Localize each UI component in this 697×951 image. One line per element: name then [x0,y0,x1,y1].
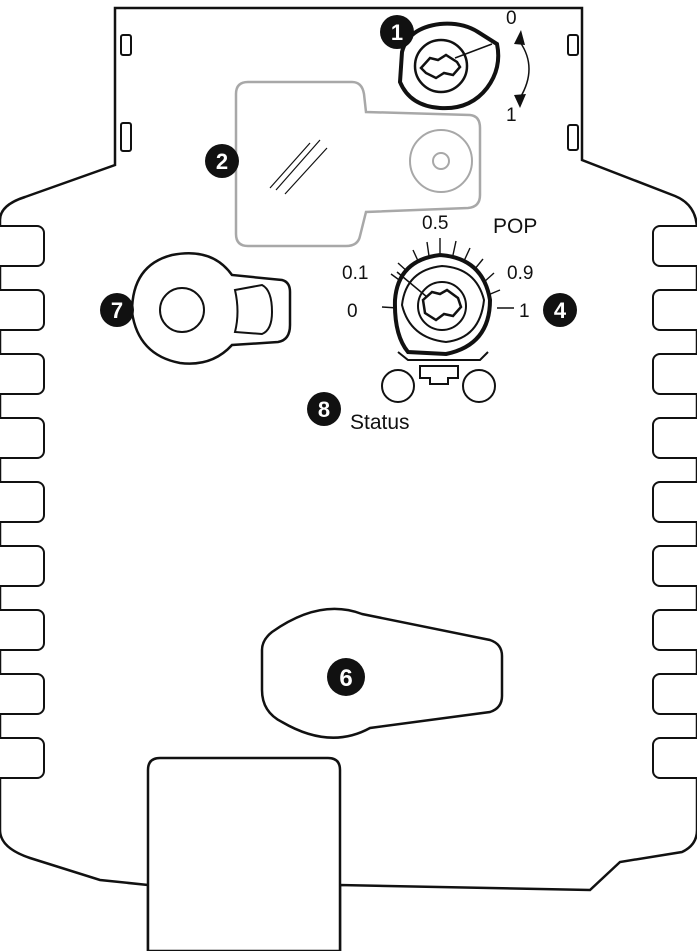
callout-8: 8 [318,397,330,422]
callout-7: 7 [111,298,123,323]
callout-6: 6 [339,665,352,692]
pop-scale-0.9: 0.9 [507,263,533,284]
status-leds [381,365,496,403]
pop-scale-1: 1 [519,301,530,322]
pop-title: POP [493,215,537,238]
sight-window [234,80,482,248]
callout-8-marker [307,392,341,426]
switch-arrow-head-up [514,30,525,45]
callout-1: 1 [391,20,403,45]
status-led-right [462,369,496,403]
switch-label-0: 0 [506,8,517,29]
rotary-switch[interactable] [397,21,501,111]
clamp-lever[interactable] [260,607,504,739]
status-connector [419,365,459,385]
switch-rotation-arrow [519,41,530,99]
manual-lever-grip [233,283,274,336]
callout-7-marker [100,293,134,327]
pop-scale-0.5: 0.5 [422,213,448,234]
manual-lever[interactable] [130,251,292,365]
switch-arrow-head-down [514,94,526,108]
callout-2-marker [205,144,239,178]
switch-label-1: 1 [506,105,517,126]
callout-6-marker [327,658,365,696]
pop-dial-slot [421,288,463,322]
callout-1-marker [380,15,414,49]
status-led-left [381,369,415,403]
left-vent-slots [0,225,45,779]
status-label: Status [350,411,410,434]
callout-2: 2 [216,149,228,174]
cable-housing [146,756,342,951]
housing-clips [120,34,579,152]
callout-4-marker [543,293,577,327]
pop-scale-0.1: 0.1 [342,263,368,284]
pop-scale-0: 0 [347,301,358,322]
right-vent-slots [652,225,697,779]
pop-dial[interactable] [381,238,514,361]
callout-4: 4 [554,298,567,323]
rotary-switch-slot [419,53,462,80]
manual-lever-hole [159,287,205,333]
